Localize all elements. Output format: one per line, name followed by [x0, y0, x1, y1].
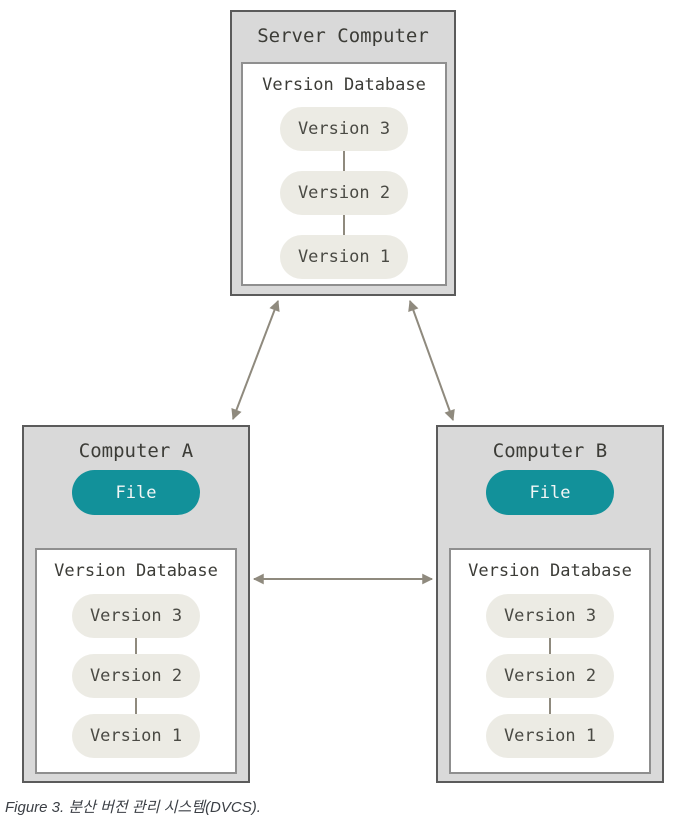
computer-a-version-3-pill: Version 3	[72, 594, 200, 638]
server-version-database: Version Database Version 3 Version 2 Ver…	[241, 62, 447, 286]
server-version-3-pill: Version 3	[280, 107, 408, 151]
computer-b-version-3-pill: Version 3	[486, 594, 614, 638]
computer-a-version-database-title: Version Database	[54, 561, 218, 581]
computer-b-version-database: Version Database Version 3 Version 2 Ver…	[449, 548, 651, 774]
server-version-2-pill: Version 2	[280, 171, 408, 215]
version-connector-line	[549, 698, 551, 714]
figure-caption: Figure 3. 분산 버전 관리 시스템(DVCS).	[5, 799, 261, 816]
computer-a-version-1-pill: Version 1	[72, 714, 200, 758]
version-connector-line	[135, 698, 137, 714]
computer-b-version-1-pill: Version 1	[486, 714, 614, 758]
version-connector-line	[343, 215, 345, 235]
computer-b-box: Computer B File Version Database Version…	[436, 425, 664, 783]
computer-b-version-database-title: Version Database	[468, 561, 632, 581]
server-computer-a-arrow	[231, 299, 280, 421]
server-computer-b-arrow	[408, 299, 455, 422]
computer-a-version-2-pill: Version 2	[72, 654, 200, 698]
computer-a-box: Computer A File Version Database Version…	[22, 425, 250, 783]
server-computer-box: Server Computer Version Database Version…	[230, 10, 456, 296]
computer-b-title: Computer B	[492, 440, 608, 462]
version-connector-line	[343, 151, 345, 171]
server-computer-title: Server Computer	[257, 25, 429, 47]
computer-b-file-pill: File	[486, 470, 614, 515]
computer-a-version-database: Version Database Version 3 Version 2 Ver…	[35, 548, 237, 774]
computer-b-version-2-pill: Version 2	[486, 654, 614, 698]
computer-a-title: Computer A	[78, 440, 194, 462]
version-connector-line	[549, 638, 551, 654]
server-version-database-title: Version Database	[262, 75, 426, 95]
server-version-1-pill: Version 1	[280, 235, 408, 279]
version-connector-line	[135, 638, 137, 654]
computer-a-file-pill: File	[72, 470, 200, 515]
